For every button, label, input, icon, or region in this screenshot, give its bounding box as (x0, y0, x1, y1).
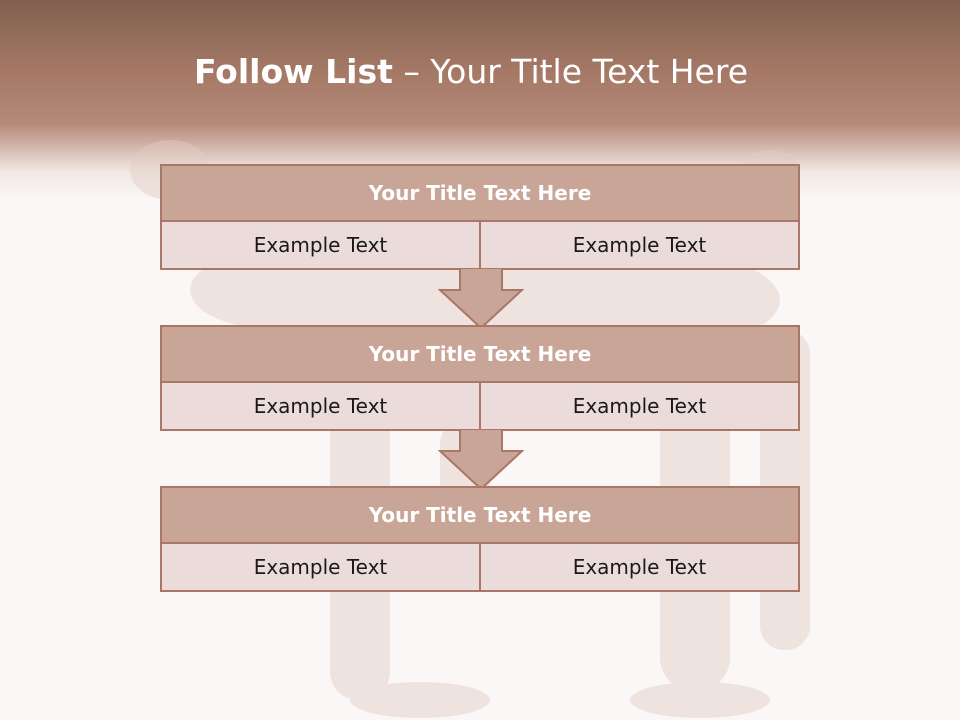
block-title: Your Title Text Here (160, 325, 800, 383)
list-block-2: Your Title Text Here Example Text Exampl… (160, 325, 800, 431)
block-cell-left: Example Text (160, 381, 481, 431)
block-cell-left: Example Text (160, 220, 481, 270)
page-title-bold: Follow List (193, 52, 393, 91)
block-cell-right: Example Text (479, 381, 800, 431)
block-row: Example Text Example Text (160, 381, 800, 431)
list-block-1: Your Title Text Here Example Text Exampl… (160, 164, 800, 270)
block-cell-left: Example Text (160, 542, 481, 592)
page-title-rest: – Your Title Text Here (403, 52, 749, 91)
down-arrow-icon (438, 268, 524, 330)
block-title: Your Title Text Here (160, 164, 800, 222)
down-arrow-icon (438, 429, 524, 491)
block-cell-right: Example Text (479, 220, 800, 270)
page-title: Follow List – Your Title Text Here (0, 52, 942, 91)
block-row: Example Text Example Text (160, 542, 800, 592)
block-title: Your Title Text Here (160, 486, 800, 544)
block-cell-right: Example Text (479, 542, 800, 592)
block-row: Example Text Example Text (160, 220, 800, 270)
list-block-3: Your Title Text Here Example Text Exampl… (160, 486, 800, 592)
